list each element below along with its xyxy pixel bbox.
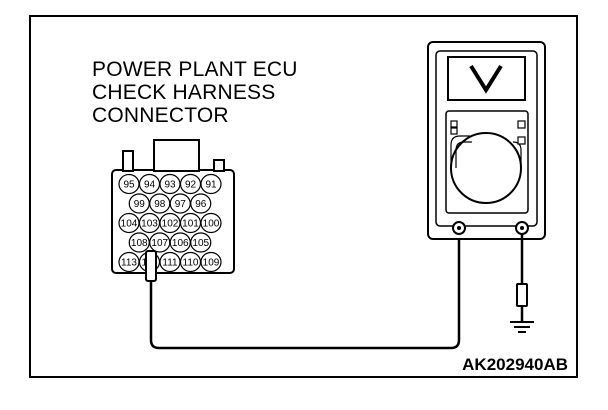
figure-reference-code: AK202940AB [462,355,568,374]
connector-pin-label: 109 [203,258,220,269]
connector-pin-label: 92 [185,180,197,191]
meter-button [517,120,526,129]
connector-pin-label: 98 [154,199,166,210]
volt-symbol-icon [469,64,503,94]
connector-pin-label: 110 [183,258,199,269]
connector-pin-label: 111 [162,258,178,269]
connector-key [153,139,200,172]
connector-pin-label: 101 [182,219,199,230]
connector-pin-label: 104 [121,219,138,230]
meter-button [450,120,458,128]
connector-pin-label: 96 [195,199,207,210]
connector-pin-label: 107 [151,238,168,249]
meter-display [447,56,526,101]
ground-symbol-icon [510,321,534,333]
caption-line-3: CONNECTOR [92,104,229,127]
connector-pin [190,232,212,253]
connector-probe [145,250,157,282]
ground-probe [516,283,528,307]
connector-pin-label: 103 [141,219,158,230]
connector-pin [190,193,212,214]
connector-pin-label: 100 [203,219,220,230]
connector-latch-right [213,159,225,172]
connector-pin [200,173,222,195]
caption-line-2: CHECK HARNESS [92,81,276,104]
connector-pin-label: 95 [123,180,135,191]
connector-pin-label: 113 [121,258,137,269]
ground-lead [510,234,534,333]
caption-line-1: POWER PLANT ECU [92,58,298,81]
connector-pin [200,251,222,273]
connector-pin-label: 102 [162,219,179,230]
meter-button [450,127,458,135]
test-lead-wire [149,230,461,350]
connector-pin [200,212,222,234]
voltmeter-icon [427,41,546,240]
connector-pin-label: 99 [134,199,146,210]
connector-pin-label: 94 [144,180,156,191]
connector-pin-label: 106 [172,238,189,249]
selector-dial [450,132,522,204]
connector-pin-label: 93 [164,180,176,191]
connector-pin-label: 105 [192,238,209,249]
connector-pin-label: 97 [175,199,187,210]
meter-button [517,136,526,145]
connector-pin-label: 108 [131,238,148,249]
connector-latch-left [122,150,134,172]
connector-pin-label: 91 [205,180,217,191]
